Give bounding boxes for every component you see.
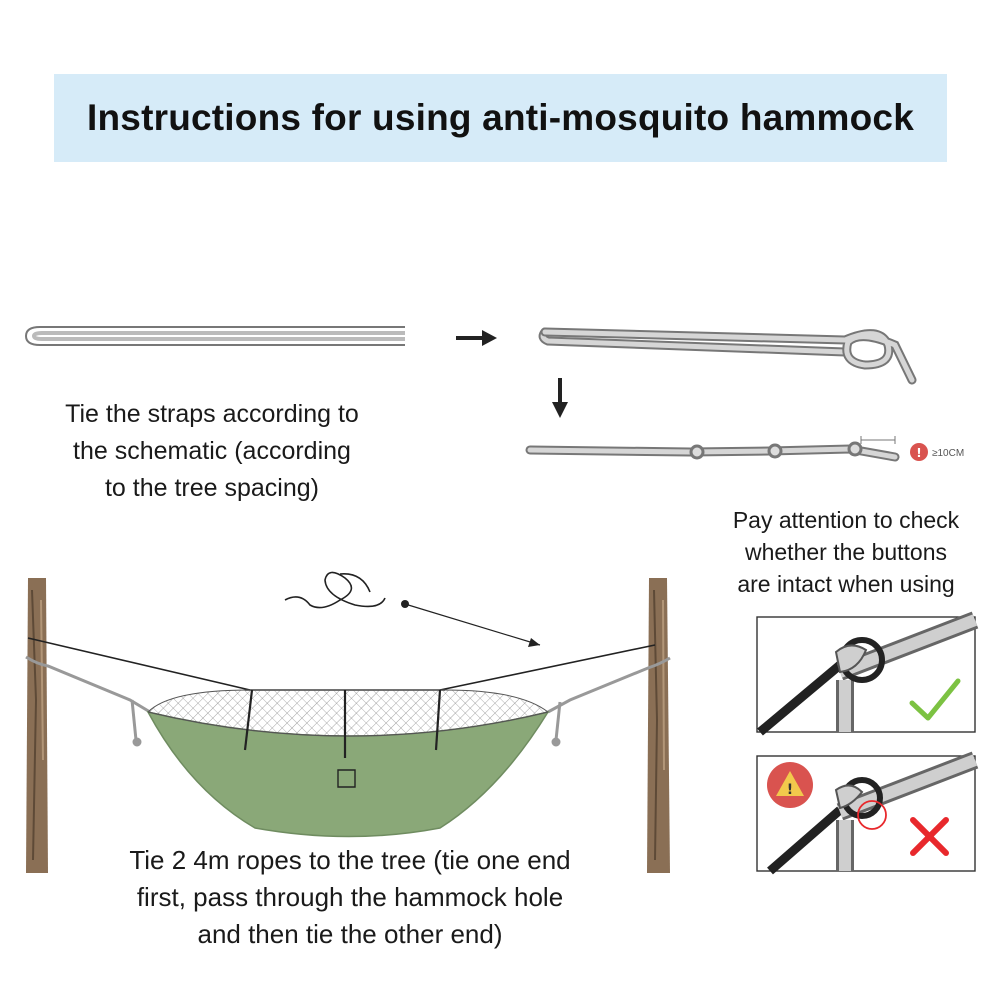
warning-icon: ! <box>910 443 928 461</box>
caption-ropes: Tie 2 4m ropes to the tree (tie one end … <box>90 842 610 953</box>
tree-strap-right <box>547 656 671 747</box>
tree-right <box>647 578 670 873</box>
page-title: Instructions for using anti-mosquito ham… <box>87 97 914 138</box>
caption-line: first, pass through the hammock hole <box>136 882 564 912</box>
hammock-pocket <box>337 769 356 788</box>
strap-looped <box>538 327 917 385</box>
strap-knotted <box>525 436 900 462</box>
caption-line: and then tie the other end) <box>197 919 503 949</box>
ridge-rope-left <box>27 637 251 691</box>
caption-line: to the tree spacing) <box>104 474 319 502</box>
rope-coil <box>284 571 386 609</box>
pointer-arrow <box>401 600 541 647</box>
net-poles <box>243 689 442 758</box>
caption-straps: Tie the straps according to the schemati… <box>22 396 402 507</box>
tree-left <box>26 578 48 873</box>
caption-line: the schematic (according <box>73 437 351 465</box>
arrow-down-icon <box>552 378 568 418</box>
svg-text:!: ! <box>787 782 793 798</box>
caption-line: Tie the straps according to <box>65 400 359 428</box>
buckle-correct-panel <box>756 611 979 736</box>
svg-text:!: ! <box>916 446 921 460</box>
caption-check-buttons: Pay attention to check whether the butto… <box>710 504 982 600</box>
arrow-right-icon <box>456 330 497 346</box>
caption-line: Pay attention to check <box>732 507 960 533</box>
caption-line: Tie 2 4m ropes to the tree (tie one end <box>129 845 571 875</box>
caption-line: whether the buttons <box>744 539 948 565</box>
warning-icon-large: ! <box>767 762 813 808</box>
spacing-label: ≥10CM <box>932 448 964 459</box>
strap-folded <box>24 326 405 346</box>
caption-line: are intact when using <box>737 571 955 597</box>
check-icon <box>909 678 961 721</box>
title-banner: Instructions for using anti-mosquito ham… <box>54 74 947 162</box>
cross-icon <box>910 817 949 856</box>
ridge-rope-right <box>439 644 656 691</box>
tree-strap-left <box>25 655 151 747</box>
